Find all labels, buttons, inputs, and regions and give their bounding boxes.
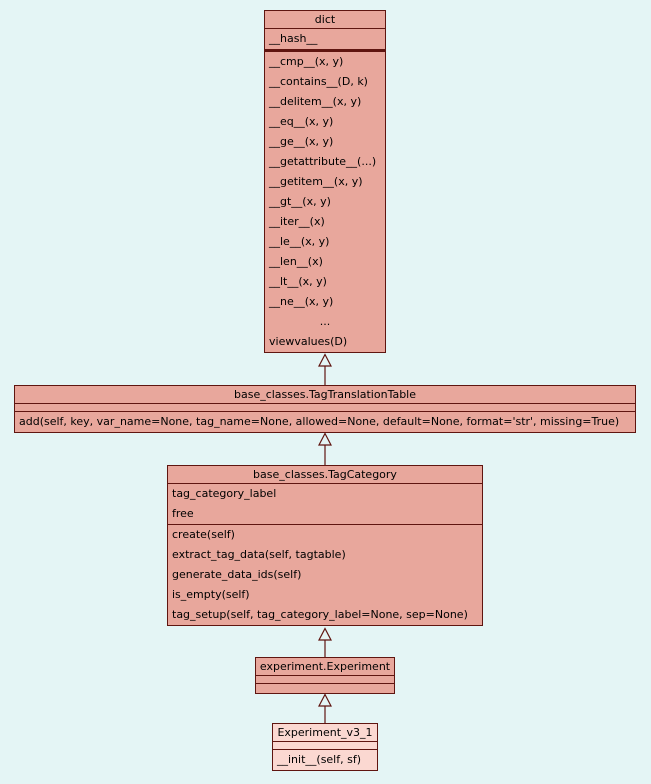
class-title-tagtranslationtable: base_classes.TagTranslationTable <box>15 386 635 404</box>
empty-compartment-spacer <box>15 404 635 411</box>
method: __contains__(D, k) <box>269 75 368 88</box>
method-ellipsis: ... <box>319 315 331 328</box>
empty-compartment-spacer <box>273 742 377 749</box>
methods-compartment: __cmp__(x, y) __contains__(D, k) __delit… <box>265 52 385 352</box>
attributes-compartment-empty <box>273 742 377 750</box>
method: __cmp__(x, y) <box>269 55 344 68</box>
method: __iter__(x) <box>269 215 325 228</box>
attributes-compartment-empty <box>256 676 394 684</box>
methods-compartment: add(self, key, var_name=None, tag_name=N… <box>15 412 635 432</box>
method: __len__(x) <box>269 255 323 268</box>
methods-compartment: __init__(self, sf) <box>273 750 377 770</box>
class-title-experiment: experiment.Experiment <box>256 658 394 676</box>
inheritance-arrow-tagtranslationtable-to-dict <box>318 353 332 385</box>
class-title-dict: dict <box>265 11 385 29</box>
attributes-compartment: tag_category_label free <box>168 484 482 525</box>
attribute: free <box>172 507 194 520</box>
class-title-experiment-v3-1: Experiment_v3_1 <box>273 724 377 742</box>
method: __getitem__(x, y) <box>269 175 363 188</box>
method: tag_setup(self, tag_category_label=None,… <box>172 608 468 621</box>
empty-compartment-spacer <box>256 684 394 693</box>
method: __eq__(x, y) <box>269 115 334 128</box>
class-box-tagcategory: base_classes.TagCategory tag_category_la… <box>167 465 483 626</box>
method: extract_tag_data(self, tagtable) <box>172 548 346 561</box>
attribute: tag_category_label <box>172 487 277 500</box>
method: __init__(self, sf) <box>277 753 362 766</box>
class-title-tagcategory: base_classes.TagCategory <box>168 466 482 484</box>
inheritance-arrow-experimentv31-to-experiment <box>318 693 332 723</box>
method: __lt__(x, y) <box>269 275 327 288</box>
method: viewvalues(D) <box>269 335 348 348</box>
class-box-experiment: experiment.Experiment <box>255 657 395 694</box>
method: create(self) <box>172 528 235 541</box>
method: generate_data_ids(self) <box>172 568 302 581</box>
attributes-compartment-empty <box>15 404 635 412</box>
method: __ne__(x, y) <box>269 295 334 308</box>
method: __ge__(x, y) <box>269 135 334 148</box>
method: add(self, key, var_name=None, tag_name=N… <box>19 415 620 428</box>
method: __gt__(x, y) <box>269 195 331 208</box>
method: is_empty(self) <box>172 588 250 601</box>
method: __delitem__(x, y) <box>269 95 362 108</box>
inheritance-arrow-tagcategory-to-tagtranslationtable <box>318 432 332 465</box>
class-box-experiment-v3-1: Experiment_v3_1 __init__(self, sf) <box>272 723 378 771</box>
method: __le__(x, y) <box>269 235 330 248</box>
method: __getattribute__(...) <box>269 155 377 168</box>
empty-compartment-spacer <box>256 676 394 683</box>
class-box-dict: dict __hash__ __cmp__(x, y) __contains__… <box>264 10 386 353</box>
methods-compartment: create(self) extract_tag_data(self, tagt… <box>168 525 482 625</box>
inheritance-arrow-experiment-to-tagcategory <box>318 627 332 657</box>
class-box-tagtranslationtable: base_classes.TagTranslationTable add(sel… <box>14 385 636 433</box>
attribute: __hash__ <box>269 32 318 45</box>
methods-compartment-empty <box>256 684 394 693</box>
attributes-compartment: __hash__ <box>265 29 385 52</box>
